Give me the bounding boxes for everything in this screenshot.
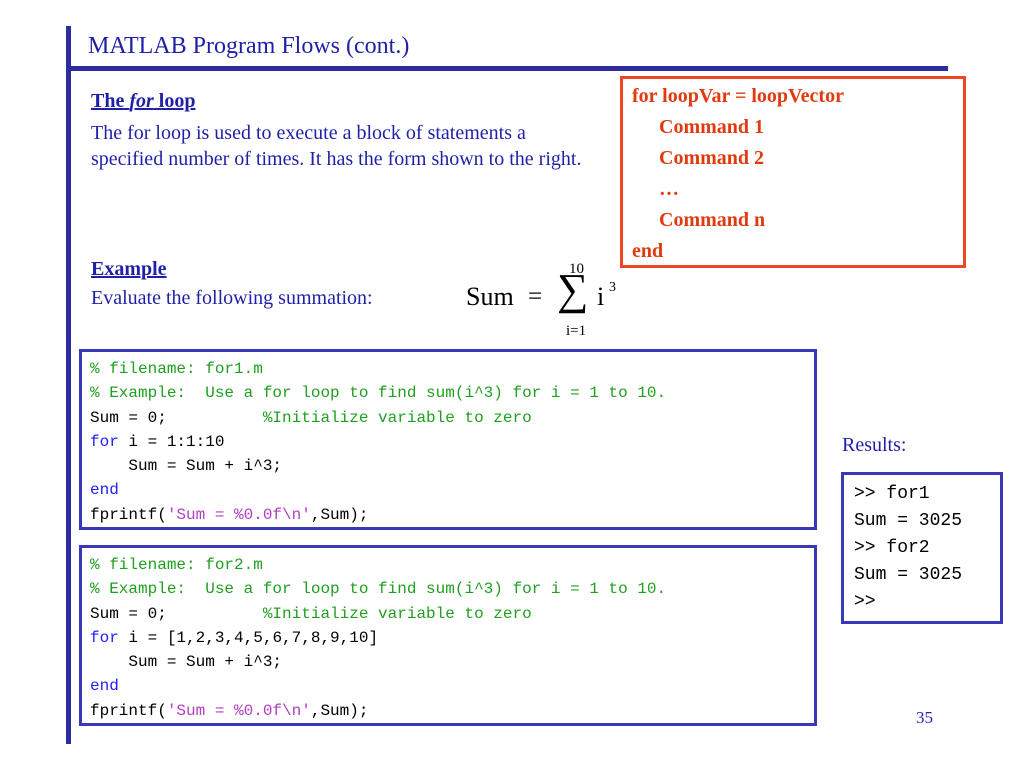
syntax-line-ellipsis: … — [659, 178, 679, 200]
results-output-box: >> for1 Sum = 3025 >> for2 Sum = 3025 >> — [841, 472, 1003, 624]
formula-term: i — [597, 282, 605, 311]
code-line: fprintf('Sum = %0.0f\n',Sum); — [90, 505, 369, 524]
results-line: >> for1 — [854, 484, 930, 504]
example-heading: Example — [91, 258, 167, 280]
formula-lhs: Sum — [466, 282, 514, 311]
page-number: 35 — [916, 708, 933, 727]
left-vertical-rule — [66, 26, 71, 744]
title-underline-rule — [66, 66, 948, 71]
syntax-line-header: for loopVar = loopVector — [632, 85, 844, 107]
code-line: end — [90, 677, 119, 696]
for-loop-description: The for loop is used to execute a block … — [91, 122, 582, 170]
code-line: % Example: Use a for loop to find sum(i^… — [90, 384, 667, 403]
formula-exponent: 3 — [609, 280, 616, 295]
example-text: Evaluate the following summation: — [91, 287, 373, 309]
code-line: end — [90, 481, 119, 500]
results-line: >> for2 — [854, 538, 930, 558]
syntax-line-command-1: Command 1 — [659, 116, 765, 138]
formula-lower-limit: i=1 — [566, 323, 587, 339]
code-block-for2: % filename: for2.m % Example: Use a for … — [79, 545, 817, 726]
results-line: >> — [854, 592, 876, 612]
slide-title: MATLAB Program Flows (cont.) — [88, 33, 410, 59]
syntax-line-end: end — [632, 240, 664, 262]
formula-upper-limit: 10 — [569, 261, 584, 277]
results-line: Sum = 3025 — [854, 565, 963, 585]
for-keyword-italic: for — [129, 90, 154, 112]
code-line: % filename: for2.m — [90, 556, 263, 574]
results-line: Sum = 3025 — [854, 511, 963, 531]
results-label: Results: — [842, 434, 907, 456]
code-line: Sum = 0; %Initialize variable to zero — [90, 408, 532, 427]
code-block-for1: % filename: for1.m % Example: Use a for … — [79, 349, 817, 530]
code-line: Sum = Sum + i^3; — [90, 457, 283, 476]
code-line: % filename: for1.m — [90, 360, 263, 378]
code-line: Sum = 0; %Initialize variable to zero — [90, 604, 532, 623]
syntax-line-command-n: Command n — [659, 209, 766, 231]
formula-equals: = — [528, 283, 543, 310]
code-line: fprintf('Sum = %0.0f\n',Sum); — [90, 701, 369, 720]
formula-sigma: ∑ — [557, 265, 589, 314]
for-syntax-box: for loopVar = loopVector Command 1 Comma… — [620, 76, 966, 268]
code-line: for i = [1,2,3,4,5,6,7,8,9,10] — [90, 628, 379, 647]
for-loop-heading: The for loop — [91, 90, 196, 112]
syntax-line-command-2: Command 2 — [659, 147, 765, 169]
code-line: % Example: Use a for loop to find sum(i^… — [90, 580, 667, 599]
code-line: for i = 1:1:10 — [90, 432, 225, 451]
code-line: Sum = Sum + i^3; — [90, 653, 283, 672]
